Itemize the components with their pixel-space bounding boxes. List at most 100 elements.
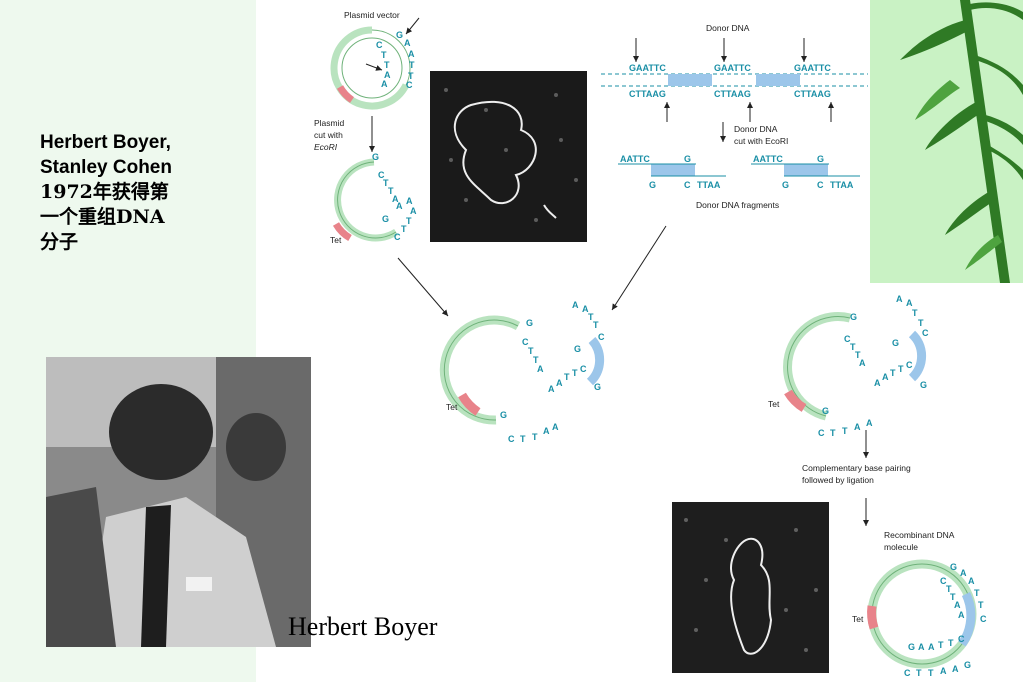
svg-text:T: T [384,60,390,70]
svg-text:T: T [946,584,952,594]
svg-text:T: T [593,320,599,330]
svg-text:C: C [940,576,947,586]
svg-text:A: A [906,298,913,308]
svg-text:T: T [850,342,856,352]
donor-cut-label-2: cut with EcoRI [734,136,788,146]
svg-text:C: C [904,668,911,678]
svg-text:A: A [392,194,399,204]
svg-text:T: T [978,600,984,610]
cut-plasmid: G CTTAA AATTC G Tet [330,152,417,245]
title-line-4: 一个重组DNA [40,206,165,228]
title-line-2: Stanley Cohen [40,157,172,178]
donor-fragment-2: AATTC G G C TTAA [751,154,860,190]
plasmid-cut-label-2: cut with [314,130,343,140]
svg-text:G: G [684,154,691,164]
svg-text:G: G [964,660,971,670]
svg-text:T: T [916,668,922,678]
svg-text:GAATTC: GAATTC [714,63,751,73]
svg-text:CTTAAG: CTTAAG [629,89,666,99]
svg-text:A: A [882,372,889,382]
svg-text:G: G [396,30,403,40]
svg-text:C: C [844,334,851,344]
svg-text:A: A [960,568,967,578]
svg-text:T: T [855,350,861,360]
svg-text:GAATTC: GAATTC [629,63,666,73]
svg-text:G: G [920,380,927,390]
svg-text:A: A [381,79,388,89]
svg-text:C: C [922,328,929,338]
svg-text:A: A [556,378,563,388]
photo-caption: Herbert Boyer [288,612,438,641]
donor-fragments-label: Donor DNA fragments [696,200,779,210]
donor-cut-label-1: Donor DNA [734,124,778,134]
tet-label-2: Tet [446,402,458,412]
svg-text:T: T [528,346,534,356]
tet-label-4: Tet [852,614,864,624]
complementary-label-1: Complementary base pairing [802,463,911,473]
svg-text:G: G [950,562,957,572]
title-line-1: Herbert Boyer, [40,132,171,153]
svg-text:A: A [859,358,866,368]
svg-text:GAATTC: GAATTC [794,63,831,73]
svg-text:T: T [408,71,414,81]
svg-text:A: A [874,378,881,388]
svg-text:C: C [508,434,515,444]
svg-text:A: A [854,422,861,432]
svg-text:A: A [543,426,550,436]
svg-text:T: T [974,588,980,598]
svg-text:T: T [830,428,836,438]
plasmid-vector-label: Plasmid vector [344,10,400,20]
svg-text:C: C [818,428,825,438]
svg-text:A: A [582,304,589,314]
svg-text:C: C [406,80,413,90]
svg-text:C: C [958,634,965,644]
svg-text:A: A [572,300,579,310]
svg-text:T: T [520,434,526,444]
svg-text:C: C [522,337,529,347]
title-line-3: 1972年获得第 [40,181,169,203]
donor-fragment-1: AATTC G G C TTAA [618,154,726,190]
plasmid-cut-label-3: EcoRI [314,142,338,152]
svg-text:T: T [401,224,407,234]
svg-text:T: T [388,186,394,196]
svg-text:G: G [500,410,507,420]
svg-text:T: T [912,308,918,318]
recombinant-label-1: Recombinant DNA [884,530,955,540]
svg-text:A: A [866,418,873,428]
svg-text:G: G [782,180,789,190]
svg-text:A: A [896,294,903,304]
svg-text:T: T [383,178,389,188]
svg-text:AATTC: AATTC [753,154,783,164]
complementary-label-2: followed by ligation [802,475,874,485]
svg-text:C: C [376,40,383,50]
svg-text:A: A [408,49,415,59]
plasmid-vector: Plasmid vector GAA TTC CTT AA [330,10,420,110]
svg-text:A: A [928,642,935,652]
svg-text:AATTC: AATTC [620,154,650,164]
svg-text:G: G [892,338,899,348]
svg-text:A: A [958,610,965,620]
svg-text:G: G [649,180,656,190]
svg-text:T: T [381,50,387,60]
electron-micrograph-2 [672,502,829,673]
tet-label-1: Tet [330,235,342,245]
herbert-boyer-photo [46,357,311,647]
svg-text:A: A [552,422,559,432]
svg-text:G: G [372,152,379,162]
svg-text:G: G [574,344,581,354]
svg-text:C: C [598,332,605,342]
svg-text:G: G [850,312,857,322]
svg-text:T: T [842,426,848,436]
svg-text:CTTAAG: CTTAAG [714,89,751,99]
svg-text:C: C [906,360,913,370]
svg-text:A: A [410,206,417,216]
svg-text:C: C [980,614,987,624]
slide-title: Herbert Boyer, Stanley Cohen 1972年获得第 一个… [40,130,250,255]
donor-dna: Donor DNA GAATTC GAATTC GAATTC CTTAAG CT… [601,23,868,122]
svg-text:T: T [950,592,956,602]
svg-text:C: C [684,180,691,190]
plasmid-cut-label-1: Plasmid [314,118,345,128]
bamboo-decoration [870,0,1023,283]
svg-text:A: A [537,364,544,374]
